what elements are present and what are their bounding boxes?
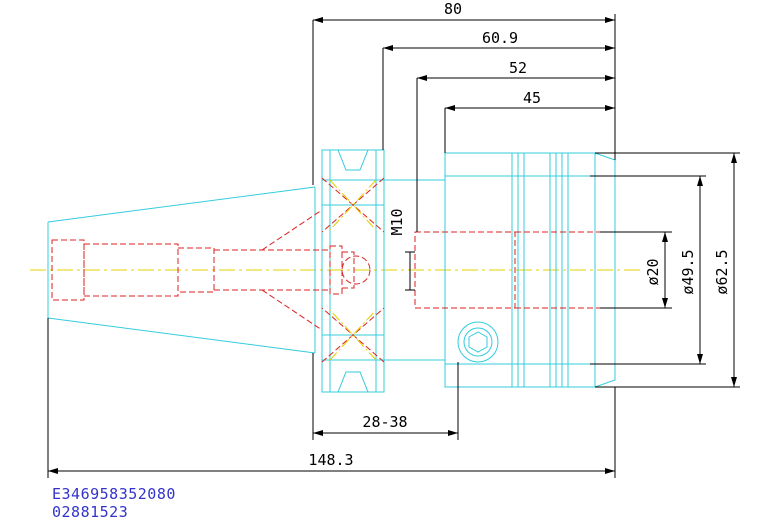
dimension-60-9: 60.9 <box>482 29 518 47</box>
dimension-148-3: 148.3 <box>308 451 353 469</box>
part-code-line-2: 02881523 <box>52 503 129 521</box>
dimension-dia-20: ø20 <box>644 258 662 285</box>
dimension-45: 45 <box>523 89 541 107</box>
dimension-dia-62-5: ø62.5 <box>713 249 731 294</box>
set-screw <box>457 321 499 363</box>
flange <box>321 149 445 393</box>
part-code-line-1: E346958352080 <box>52 485 176 503</box>
dimension-lines <box>47 14 740 478</box>
holder-body <box>444 152 616 388</box>
flange-cross-lines <box>329 179 377 361</box>
arrowheads <box>48 17 737 474</box>
dimension-52: 52 <box>509 59 527 77</box>
hidden-lines <box>51 177 600 363</box>
dimension-28-38: 28-38 <box>362 413 407 431</box>
dimension-dia-49-5: ø49.5 <box>679 249 697 294</box>
dimension-m10: M10 <box>388 208 406 235</box>
dimension-80: 80 <box>444 0 462 18</box>
